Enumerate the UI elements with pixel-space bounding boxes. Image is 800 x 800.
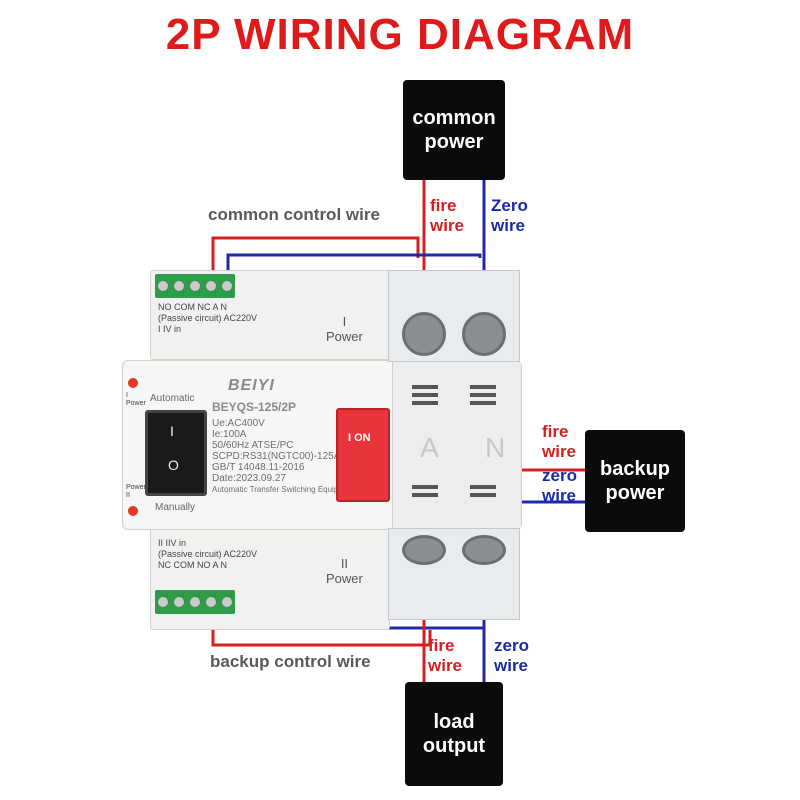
terminal-screw-a-top	[402, 312, 446, 356]
common-power-box: common power	[403, 80, 505, 180]
spec-line: 50/60Hz ATSE/PC	[212, 440, 294, 451]
terminal-screw-n-bottom	[462, 535, 506, 565]
model-number: BEYQS-125/2P	[212, 400, 297, 414]
bottom-terminal-block	[155, 590, 235, 614]
vent-slots	[410, 385, 506, 505]
load-zero-wire-label: zero wire	[494, 636, 529, 675]
backup-control-wire-label: backup control wire	[210, 652, 371, 671]
terminal-screw-n-top	[462, 312, 506, 356]
spec-line: Ue:AC400V	[212, 418, 265, 429]
switch-off-mark: O	[168, 457, 179, 473]
spec-line: GB/T 14048.11-2016	[212, 462, 305, 473]
spec-plate: Ue:AC400V Ie:100A 50/60Hz ATSE/PC SCPD:R…	[212, 418, 392, 495]
breaker-handle[interactable]: I ON	[336, 408, 390, 502]
terminal-screw-a-bottom	[402, 535, 446, 565]
switch-on-mark: I	[170, 423, 174, 439]
backup-fire-wire-label: fire wire	[542, 422, 577, 461]
mode-rocker-switch[interactable]: I O	[145, 410, 207, 496]
common-control-red-line	[211, 236, 420, 280]
spec-line: Date:2023.09.27	[212, 473, 286, 484]
breaker-on-label: I ON	[348, 432, 371, 444]
top-terminal-text: NO COM NC A N (Passive circuit) AC220V I…	[158, 302, 258, 334]
phase-a-label: A	[420, 432, 439, 463]
manually-label: Manually	[155, 502, 196, 513]
led-indicator-i	[128, 378, 138, 388]
led-indicator-ii	[128, 506, 138, 516]
load-output-box: load output	[405, 682, 503, 786]
backup-zero-wire-label: zero wire	[542, 466, 577, 505]
spec-line: SCPD:RS31(NGTC00)-125A	[212, 451, 341, 462]
bottom-terminal-text: II IIV in (Passive circuit) AC220V NC CO…	[158, 538, 258, 570]
brand-logo: BEIYI	[228, 377, 275, 394]
common-zero-wire-label: Zero wire	[491, 196, 528, 235]
load-fire-wire-label: fire wire	[428, 636, 463, 675]
breaker-face	[392, 362, 521, 528]
phase-n-label: N	[485, 432, 506, 463]
backup-power-box: backup power	[585, 430, 685, 532]
common-fire-wire-label: fire wire	[430, 196, 465, 235]
led-ii-label: Power II	[126, 484, 146, 499]
power-i-label: I Power	[326, 314, 363, 344]
spec-line: Automatic Transfer Switching Equipment	[212, 485, 357, 494]
spec-line: Ie:100A	[212, 429, 247, 440]
page-title: 2P WIRING DIAGRAM	[165, 10, 635, 59]
top-terminal-block	[155, 274, 235, 298]
led-i-label: I Power	[126, 392, 146, 407]
common-control-wire-label: common control wire	[208, 205, 380, 224]
power-ii-label: II Power	[326, 556, 363, 586]
automatic-label: Automatic	[150, 393, 195, 404]
